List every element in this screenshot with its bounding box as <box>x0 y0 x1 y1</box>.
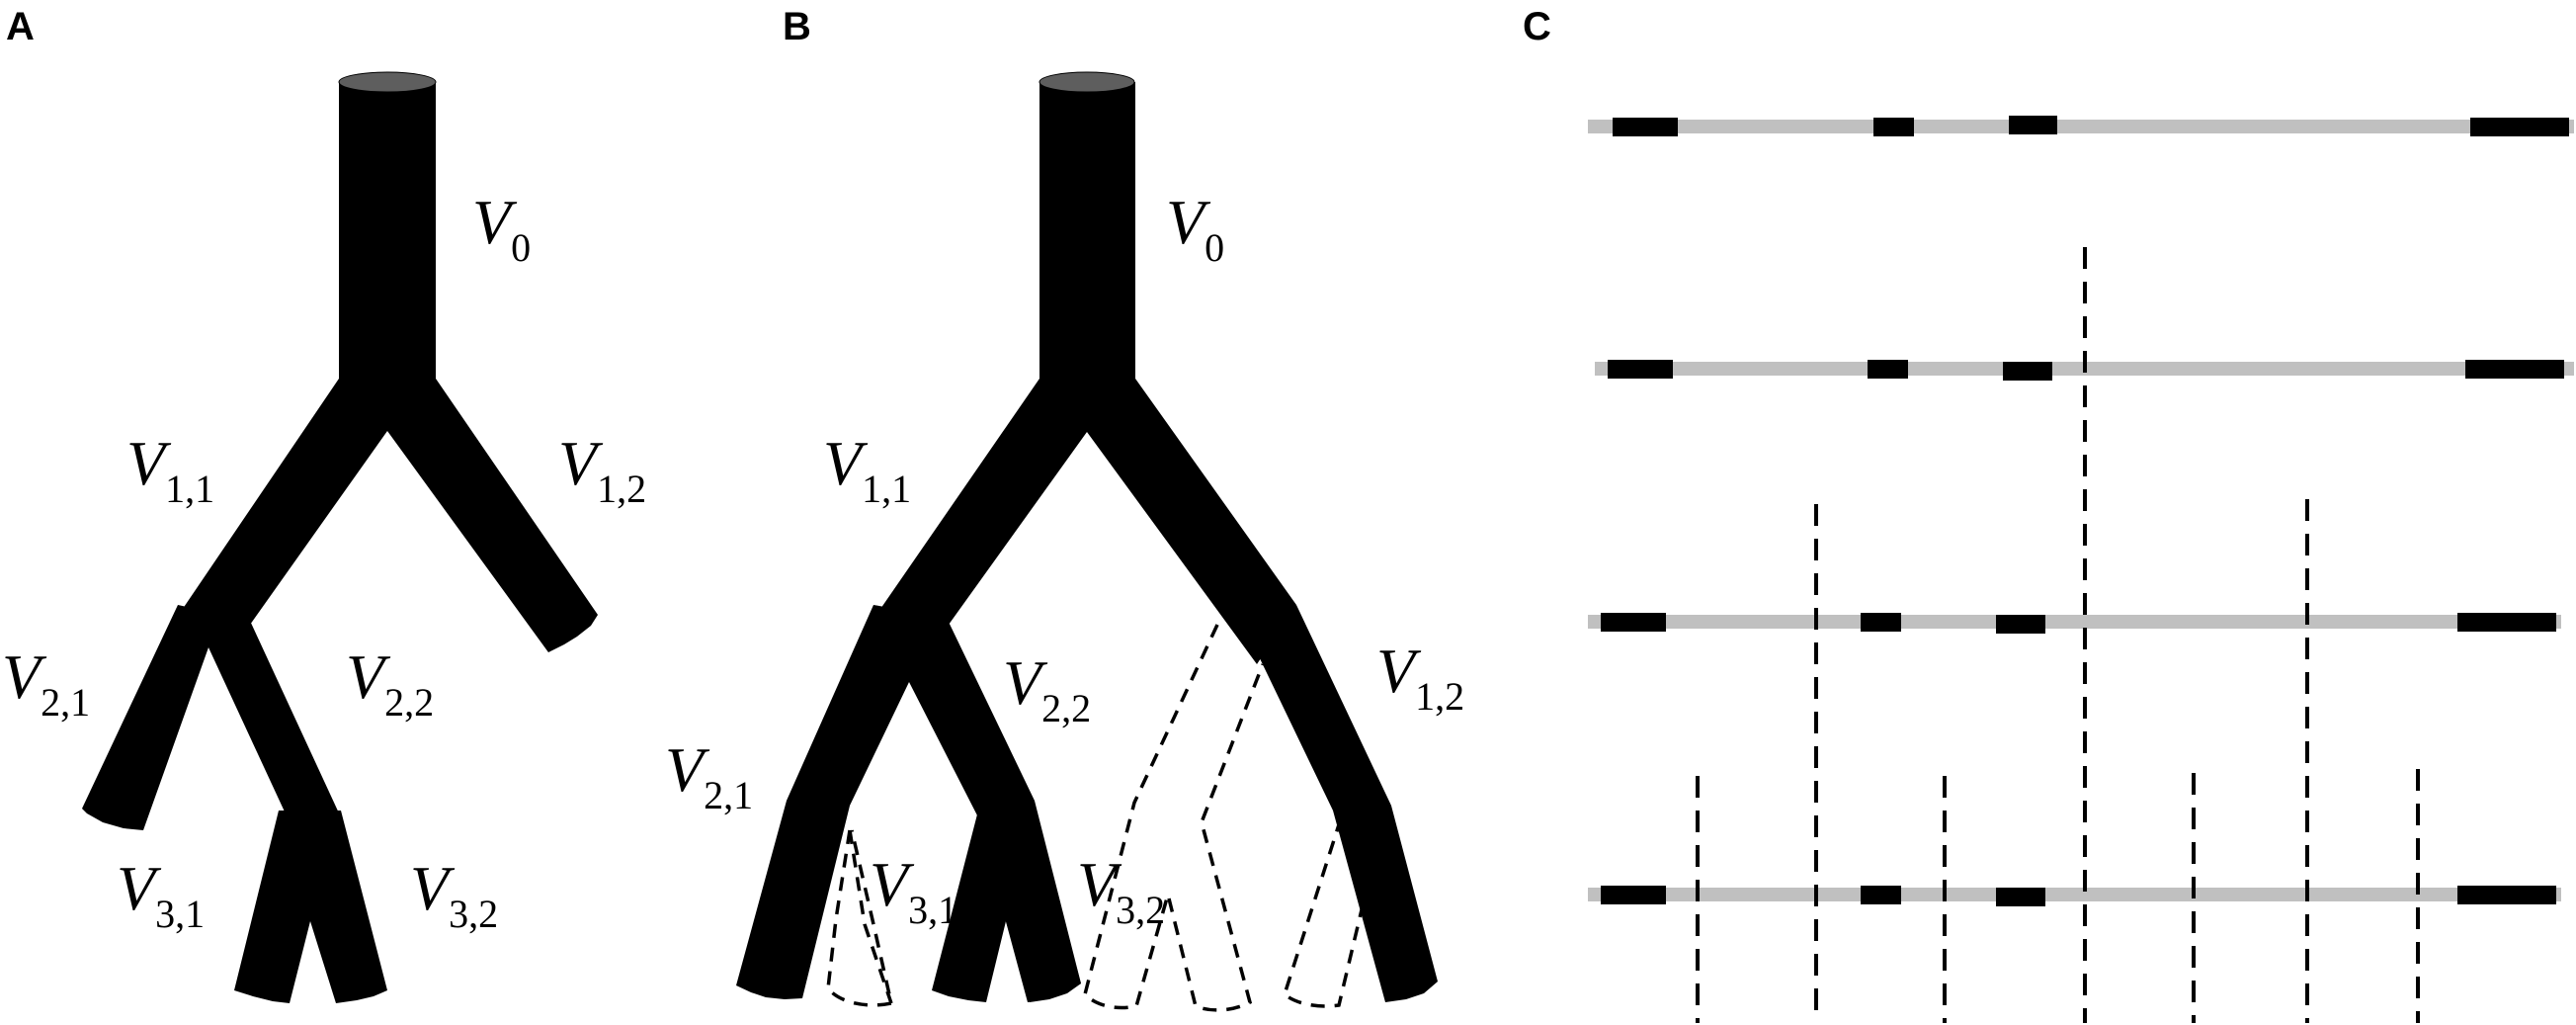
sequence-block <box>1608 360 1673 379</box>
label-v22: V2,2 <box>1003 647 1091 730</box>
pruned-vessel-v12-branches <box>1083 624 1265 1012</box>
vessel-v1-branches <box>870 379 1296 664</box>
pruned-vessels-b <box>826 624 1385 1012</box>
vessel-v3-branches <box>932 811 1081 1002</box>
vessel-v0 <box>1039 82 1135 379</box>
label-v31: V3,1 <box>117 853 205 936</box>
pruned-vessel-v31-left <box>826 829 894 1007</box>
label-v32: V3,2 <box>1077 849 1165 932</box>
sequence-block <box>2457 613 2556 632</box>
sequence-block <box>1861 613 1901 632</box>
sequence-row-1 <box>1588 116 2574 136</box>
vessel-v0-cap <box>1039 71 1135 93</box>
sequence-block <box>2457 886 2556 904</box>
pruned-vessel-v12-right <box>1282 817 1385 1008</box>
vessel-v1-branches <box>172 379 598 652</box>
vessel-labels-a: V0 V1,1 V1,2 V2,1 V2,2 V3,1 V3,2 <box>2 187 646 936</box>
vessel-v12-lower <box>1257 605 1438 1002</box>
vessel-labels-b: V0 V1,1 V1,2 V2,1 V2,2 V3,1 V3,2 <box>665 187 1464 932</box>
sequence-block <box>2465 360 2564 379</box>
label-v21: V2,1 <box>2 641 90 725</box>
label-v12: V1,2 <box>558 428 646 511</box>
vessel-tree-a <box>82 71 598 1003</box>
panel-c-letter: C <box>1523 5 1551 48</box>
label-v12: V1,2 <box>1376 636 1464 719</box>
panel-b-letter: B <box>783 5 811 48</box>
vessel-v2-branches <box>82 605 341 830</box>
sequence-block <box>2470 118 2569 136</box>
vessel-v0 <box>339 82 436 379</box>
label-v11: V1,1 <box>823 428 911 511</box>
sequence-block <box>1601 613 1666 632</box>
panel-b: B V0 V1,1 V1,2 V2,1 V2,2 V <box>665 5 1464 1012</box>
sequence-block <box>1873 118 1914 136</box>
sequence-block <box>1601 886 1666 904</box>
label-v0: V0 <box>472 187 531 270</box>
vessel-v0-cap <box>338 71 437 93</box>
label-v32: V3,2 <box>410 853 498 936</box>
label-v0: V0 <box>1166 187 1224 270</box>
sequence-block <box>2009 116 2057 134</box>
vessel-tree-b <box>736 71 1438 1002</box>
pruned-vessel-v31-right <box>848 829 893 1004</box>
sequence-block <box>2003 362 2052 381</box>
vessel-v2-branches <box>736 605 1081 1002</box>
cut-lines <box>1696 247 2420 1023</box>
label-v31: V3,1 <box>870 849 957 932</box>
label-v22: V2,2 <box>346 641 434 725</box>
sequence-block <box>1861 886 1901 904</box>
panel-c: C <box>1523 5 2574 1023</box>
label-v11: V1,1 <box>126 428 214 511</box>
sequence-row-4 <box>1588 886 2561 906</box>
label-v21: V2,1 <box>665 734 753 817</box>
sequence-block <box>1996 888 2045 906</box>
sequence-block <box>1613 118 1678 136</box>
vessel-v3-branches <box>234 811 387 1003</box>
sequence-row-3 <box>1588 613 2561 634</box>
sequence-block <box>1996 615 2045 634</box>
sequence-block <box>1868 360 1908 379</box>
panel-a: A V0 V1,1 V1,2 V2,1 V2,2 V3,1 V3,2 <box>2 5 646 1003</box>
panel-a-letter: A <box>6 5 35 48</box>
